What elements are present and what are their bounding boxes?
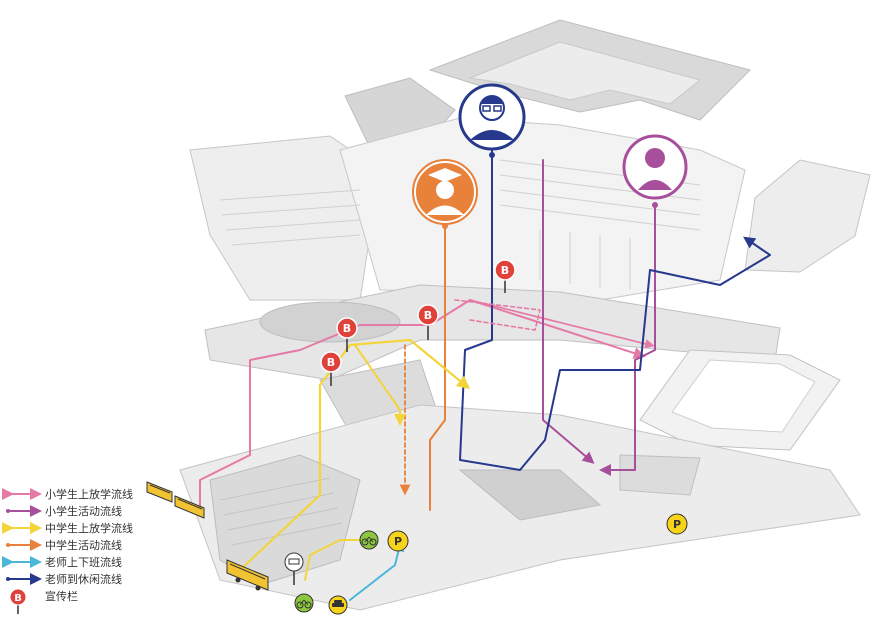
legend: 小学生上放学流线 小学生活动流线 中学生上放学流线 中学生活动流线 老师上下班流… [2, 487, 133, 614]
flow-pupil-dashed [454, 299, 541, 331]
flow-pupil-commute-2 [469, 299, 655, 349]
parking-letter: P [673, 518, 681, 531]
flow-middle-commute-2 [304, 539, 366, 581]
legend-label: 老师上下班流线 [45, 555, 122, 569]
parking-badge-1: P [387, 530, 409, 552]
bicycle-icon [294, 593, 314, 613]
legend-label: 中学生活动流线 [45, 538, 122, 552]
flow-middle-activity [429, 224, 446, 511]
legend-item-5: 老师到休闲流线 [6, 572, 122, 586]
pupil-icon [622, 134, 688, 208]
mid-block-right-core [671, 359, 816, 433]
ground-block-center [458, 469, 602, 521]
board-marker-letter: B [501, 264, 509, 277]
legend-label: 小学生活动流线 [45, 504, 122, 518]
bus-stop-icon [284, 552, 304, 585]
flow-pupil-activity [599, 204, 656, 476]
courtyard-oval [259, 301, 401, 343]
legend-label: 中学生上放学流线 [45, 521, 133, 535]
parking-badge-2: P [666, 513, 688, 535]
roof-slab-top-inner [468, 41, 702, 105]
flow-pupil-activity-2 [542, 159, 595, 464]
legend-item-4: 老师上下班流线 [2, 555, 122, 569]
legend-label: 老师到休闲流线 [45, 572, 122, 586]
flow-middle-commute-3 [354, 344, 406, 426]
ground-stair-block [209, 454, 361, 586]
legend-item-0: 小学生上放学流线 [2, 487, 133, 501]
board-marker-4: B [320, 351, 342, 386]
bicycle-icon [359, 530, 379, 550]
legend-item-1: 小学生活动流线 [6, 504, 122, 518]
school-bus-icon [146, 481, 173, 503]
board-marker-letter: B [14, 593, 22, 604]
ground-block-right [619, 454, 701, 496]
flow-pupil-commute [199, 299, 646, 509]
upper-wing-right [744, 159, 871, 273]
legend-item-3: 中学生活动流线 [6, 538, 122, 552]
flow-teacher-leisure [459, 151, 771, 471]
board-marker-2: B [417, 304, 439, 340]
building-model [179, 19, 871, 611]
teacher-icon [458, 83, 526, 158]
board-marker-3: B [336, 317, 358, 352]
legend-item-6: B 宣传栏 [9, 588, 78, 614]
parking-letter: P [394, 535, 402, 548]
legend-label: 小学生上放学流线 [45, 487, 133, 501]
board-marker-1: B [494, 259, 516, 293]
board-marker-letter: B [343, 322, 351, 335]
board-marker-letter: B [424, 309, 432, 322]
school-bus-icon [174, 495, 205, 519]
flow-teacher-commute [349, 539, 405, 601]
car-icon [328, 595, 348, 615]
legend-item-2: 中学生上放学流线 [2, 521, 133, 535]
graduate-student-icon [412, 159, 478, 229]
legend-label: 宣传栏 [45, 589, 78, 603]
stairs-lines [219, 477, 343, 546]
school-bus-icon [226, 559, 269, 591]
board-marker-letter: B [327, 356, 335, 369]
